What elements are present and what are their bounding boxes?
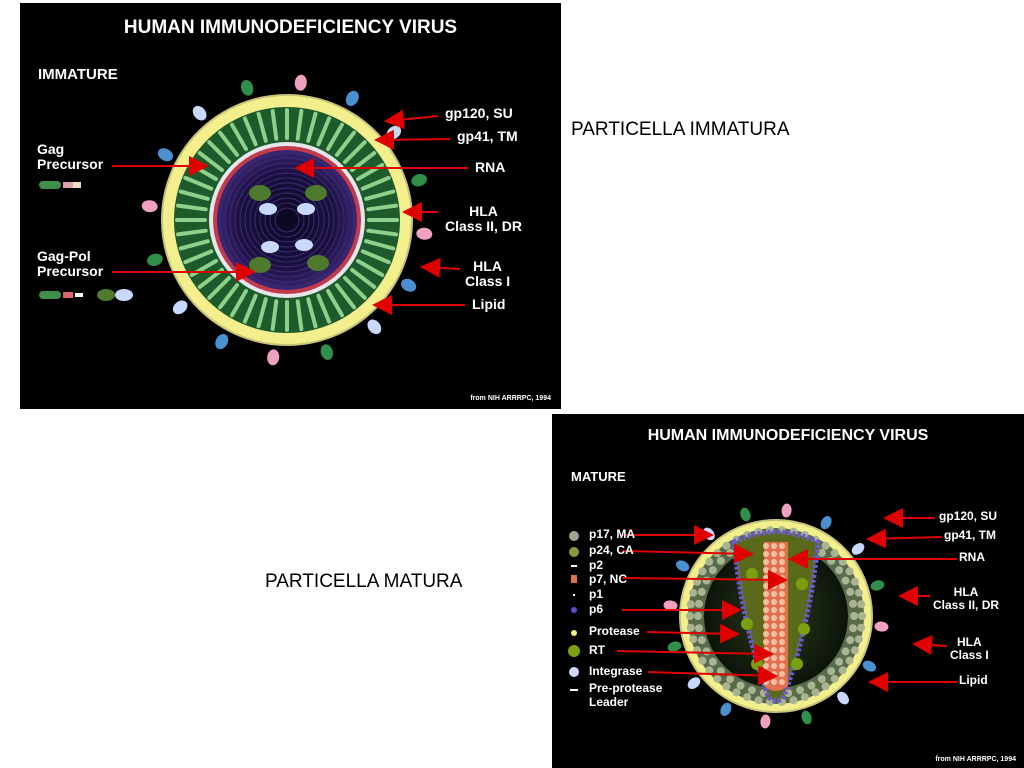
label-hla-class1-line1: HLA <box>473 258 502 274</box>
arrow-p7 <box>621 569 788 590</box>
label-gp120: gp120, SU <box>939 509 998 523</box>
panel-title: HUMAN IMMUNODEFICIENCY VIRUS <box>123 17 458 38</box>
arrow-protease <box>646 623 740 644</box>
arrow-hla1 <box>420 257 461 278</box>
label-hla-class2: HLA Class II, DR <box>445 203 523 235</box>
source-credit: from NIH ARRRPC, 1994 <box>470 395 551 402</box>
label-rna: RNA <box>959 550 985 564</box>
label-gp41: gp41, TM <box>457 128 518 144</box>
label-gagpol-line2: Precursor <box>37 263 104 280</box>
immature-virus-diagram: HUMAN IMMUNODEFICIENCY VIRUS IMMATURE gp… <box>20 3 561 409</box>
gag-precursor-ring <box>175 108 399 332</box>
label-hla-class1: HLA Class I <box>950 635 989 663</box>
arrow-integrase <box>647 665 778 686</box>
label-gagpol-line1: Gag-Pol <box>37 248 91 264</box>
label-hla-class2-line2: Class II, DR <box>933 598 1000 613</box>
stage-label: IMMATURE <box>38 66 118 83</box>
legend-p1: p1 <box>589 587 604 601</box>
legend-rt: RT <box>589 643 605 657</box>
label-hla-class1: HLA Class I <box>465 258 511 290</box>
arrow-gp41 <box>866 528 943 549</box>
legend-p17: p17, MA <box>589 527 636 541</box>
arrow-rt <box>616 643 774 664</box>
arrow-gp120 <box>384 109 439 130</box>
label-gp120: gp120, SU <box>445 105 513 121</box>
legend-protease: Protease <box>589 624 640 638</box>
legend-p24: p24, CA <box>589 543 634 557</box>
legend-symbols <box>568 531 580 691</box>
label-hla-class2-line1: HLA <box>953 585 979 599</box>
rna-rings <box>219 152 355 288</box>
core-interior <box>217 150 357 290</box>
legend-p7: p7, NC <box>589 572 628 586</box>
mature-virus-diagram: HUMAN IMMUNODEFICIENCY VIRUS MATURE p17,… <box>552 414 1024 768</box>
caption-immature: PARTICELLA IMMATURA <box>571 119 790 140</box>
label-gag-precursor: Gag Precursor <box>37 141 104 173</box>
label-arrows <box>112 109 468 315</box>
legend-p2: p2 <box>589 558 604 572</box>
label-gp41: gp41, TM <box>944 528 997 542</box>
source-credit: from NIH ARRRPC, 1994 <box>935 756 1016 763</box>
legend-p6: p6 <box>589 602 604 616</box>
envelope-spikes <box>663 503 889 729</box>
stage-label: MATURE <box>571 469 626 484</box>
legend-integrase: Integrase <box>589 664 643 678</box>
arrow-gp41 <box>374 129 451 150</box>
label-hla-class1-line2: Class I <box>950 648 989 663</box>
legend-leader: Leader <box>589 695 629 709</box>
label-gag-pol-precursor: Gag-Pol Precursor <box>37 248 104 280</box>
legend-pre-protease: Pre-protease <box>589 681 663 695</box>
label-gag-line2: Precursor <box>37 156 104 173</box>
label-hla-class1-line2: Class I <box>465 273 511 290</box>
arrow-hla1 <box>912 635 948 656</box>
gag-pol-precursor-icon <box>39 289 133 301</box>
caption-mature: PARTICELLA MATURA <box>265 571 463 592</box>
label-hla-class2-line1: HLA <box>469 203 498 219</box>
label-hla-class2-line2: Class II, DR <box>445 218 523 235</box>
gag-pol-proteins <box>249 185 329 273</box>
label-hla-class1-line1: HLA <box>957 635 982 649</box>
envelope-spikes <box>141 74 433 366</box>
label-rna: RNA <box>475 159 506 175</box>
panel-title: HUMAN IMMUNODEFICIENCY VIRUS <box>647 427 929 444</box>
label-hla-class2: HLA Class II, DR <box>933 585 1000 613</box>
mature-virus-illustration <box>568 503 957 729</box>
label-arrows <box>616 508 957 692</box>
arrow-p24 <box>621 543 754 564</box>
label-lipid: Lipid <box>959 673 988 687</box>
label-lipid: Lipid <box>472 296 506 312</box>
gag-precursor-icon <box>39 181 81 189</box>
label-gag-line1: Gag <box>37 141 65 157</box>
immature-virus-illustration <box>39 74 468 366</box>
